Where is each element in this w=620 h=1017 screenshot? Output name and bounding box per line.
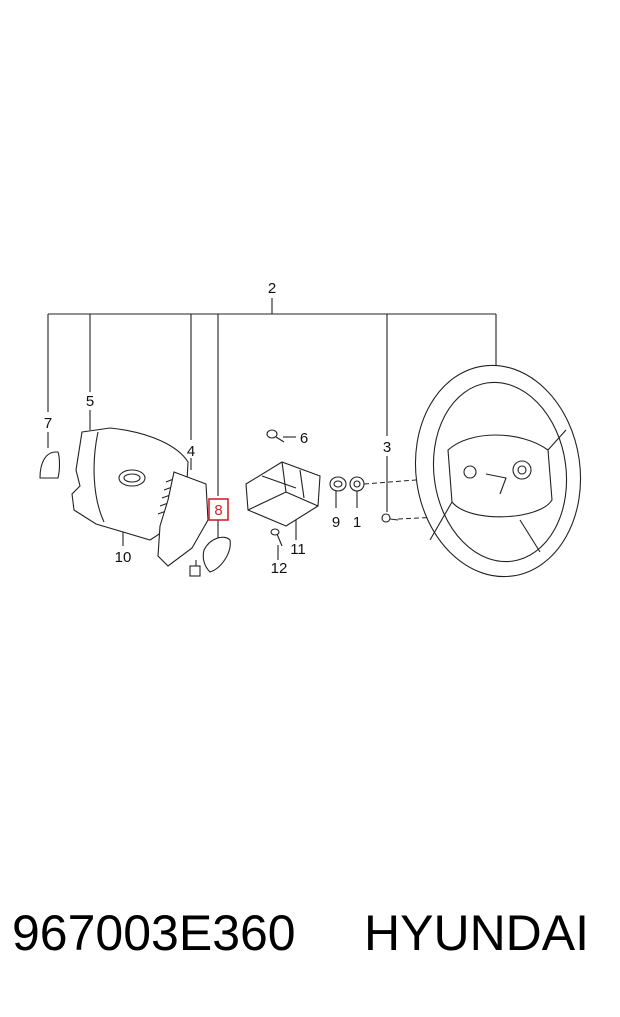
steering-wheel [414, 364, 582, 578]
part-1-washer [349, 476, 365, 492]
emblem-icon [118, 469, 146, 487]
callout-2: 2 [268, 280, 276, 297]
leader-lines [47, 298, 497, 560]
part-4-cover-plate [157, 471, 209, 567]
part-8-horn-contact [189, 536, 231, 577]
part-12-screw [270, 528, 283, 547]
callout-10: 10 [115, 549, 132, 566]
part-number: 967003E360 [12, 905, 296, 961]
callout-7: 7 [44, 415, 52, 432]
callout-9: 9 [332, 514, 340, 531]
callout-3: 3 [383, 439, 391, 456]
highlight-box [208, 498, 229, 521]
callout-8: 8 [214, 502, 222, 519]
part-10-airbag-cover [71, 427, 189, 541]
callout-6: 6 [300, 430, 308, 447]
callout-11: 11 [290, 541, 306, 558]
part-3-bolt [381, 513, 399, 523]
part-7-trim-cover [39, 451, 61, 479]
callout-5: 5 [86, 393, 94, 410]
callout-1: 1 [353, 514, 361, 531]
part-9-nut [329, 476, 347, 492]
callout-12: 12 [271, 560, 288, 577]
footer: 967003E360 HYUNDAI [0, 904, 620, 974]
brand-name: HYUNDAI [364, 905, 590, 961]
callout-4: 4 [187, 443, 195, 460]
part-11-inflator-module [245, 461, 321, 527]
part-6-bolt [266, 429, 285, 443]
